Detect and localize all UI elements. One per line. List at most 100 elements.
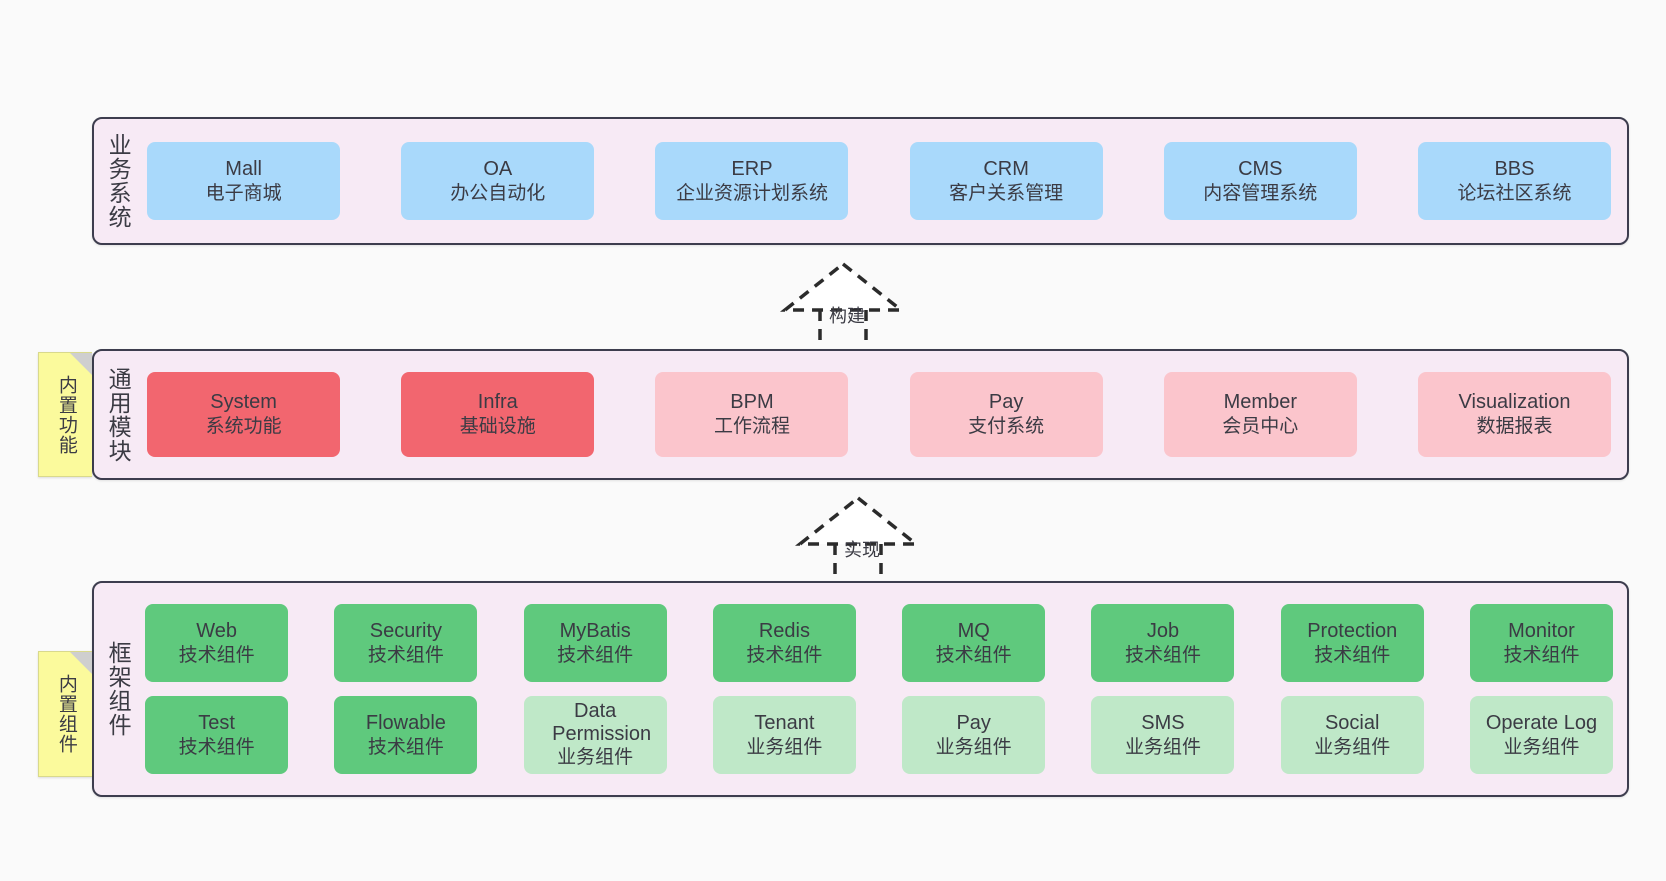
card-infra[interactable]: Infra 基础设施 xyxy=(401,372,595,457)
card-system[interactable]: System 系统功能 xyxy=(147,372,341,457)
card-title: MQ xyxy=(957,619,990,642)
card-oa[interactable]: OA 办公自动化 xyxy=(401,142,595,220)
card-subtitle: 技术组件 xyxy=(1503,644,1580,666)
layer-label-framework-components: 框架组件 xyxy=(105,641,132,737)
card-subtitle: 数据报表 xyxy=(1476,416,1553,438)
card-title: Web xyxy=(196,619,237,642)
card-security[interactable]: Security 技术组件 xyxy=(334,604,478,682)
card-data-permission[interactable]: Data Permission 业务组件 xyxy=(523,696,667,774)
card-row-technical: Web 技术组件 Security 技术组件 MyBatis 技术组件 Redi… xyxy=(145,604,1613,682)
card-subtitle: 企业资源计划系统 xyxy=(675,182,828,204)
card-subtitle: 系统功能 xyxy=(205,416,282,438)
card-subtitle: 论坛社区系统 xyxy=(1457,182,1572,204)
card-bbs[interactable]: BBS 论坛社区系统 xyxy=(1417,142,1611,220)
card-test[interactable]: Test 技术组件 xyxy=(145,696,289,774)
card-subtitle: 技术组件 xyxy=(935,644,1012,666)
card-monitor[interactable]: Monitor 技术组件 xyxy=(1469,604,1613,682)
card-subtitle: 技术组件 xyxy=(1314,644,1391,666)
connector-implement-label: 实现 xyxy=(844,540,880,560)
card-row: Mall 电子商城 OA 办公自动化 ERP 企业资源计划系统 CRM 客户关系… xyxy=(147,142,1611,220)
card-subtitle: 电子商城 xyxy=(205,182,282,204)
card-flowable[interactable]: Flowable 技术组件 xyxy=(334,696,478,774)
card-subtitle: 业务组件 xyxy=(935,736,1012,758)
card-title: OA xyxy=(483,157,513,180)
card-subtitle: 技术组件 xyxy=(178,644,255,666)
layer-common-modules: 通用模块 System 系统功能 Infra 基础设施 BPM 工作流程 Pay xyxy=(92,349,1629,480)
card-title: Job xyxy=(1146,619,1180,642)
card-subtitle: 支付系统 xyxy=(968,416,1045,438)
card-title: System xyxy=(210,391,277,414)
card-subtitle: 业务组件 xyxy=(557,746,634,768)
card-title: Test xyxy=(198,711,235,734)
card-title: Protection xyxy=(1307,619,1398,642)
note-label: 内置组件 xyxy=(55,674,77,754)
card-tenant[interactable]: Tenant 业务组件 xyxy=(712,696,856,774)
card-title: Infra xyxy=(477,391,518,414)
card-pay-component[interactable]: Pay 业务组件 xyxy=(902,696,1046,774)
implement-arrow-shape xyxy=(794,495,922,580)
card-mall[interactable]: Mall 电子商城 xyxy=(147,142,341,220)
card-subtitle: 技术组件 xyxy=(367,644,444,666)
card-operate-log[interactable]: Operate Log 业务组件 xyxy=(1469,696,1613,774)
card-visualization[interactable]: Visualization 数据报表 xyxy=(1417,372,1611,457)
card-protection[interactable]: Protection 技术组件 xyxy=(1280,604,1424,682)
card-member[interactable]: Member 会员中心 xyxy=(1163,372,1357,457)
card-title: BPM xyxy=(730,391,774,414)
card-subtitle: 业务组件 xyxy=(1124,736,1201,758)
card-title: Data Permission xyxy=(552,699,652,745)
connector-build-label: 构建 xyxy=(829,306,865,326)
card-row: System 系统功能 Infra 基础设施 BPM 工作流程 Pay 支付系统… xyxy=(147,372,1611,457)
card-subtitle: 办公自动化 xyxy=(450,182,546,204)
card-subtitle: 技术组件 xyxy=(746,644,823,666)
card-title: CRM xyxy=(983,157,1029,180)
connector-implement: 实现 xyxy=(770,492,950,580)
card-social[interactable]: Social 业务组件 xyxy=(1280,696,1424,774)
card-title: Pay xyxy=(956,711,991,734)
note-fold-corner xyxy=(70,353,92,375)
card-subtitle: 技术组件 xyxy=(178,736,255,758)
card-pay-module[interactable]: Pay 支付系统 xyxy=(909,372,1103,457)
card-mybatis[interactable]: MyBatis 技术组件 xyxy=(523,604,667,682)
card-title: SMS xyxy=(1141,711,1185,734)
card-redis[interactable]: Redis 技术组件 xyxy=(712,604,856,682)
card-subtitle: 业务组件 xyxy=(1503,736,1580,758)
card-subtitle: 基础设施 xyxy=(459,416,536,438)
card-title: BBS xyxy=(1494,157,1535,180)
card-title: CMS xyxy=(1238,157,1283,180)
card-row-business: Test 技术组件 Flowable 技术组件 Data Permission … xyxy=(145,696,1613,774)
card-job[interactable]: Job 技术组件 xyxy=(1091,604,1235,682)
layer-body-common-modules: System 系统功能 Infra 基础设施 BPM 工作流程 Pay 支付系统… xyxy=(137,351,1627,478)
card-subtitle: 业务组件 xyxy=(746,736,823,758)
card-subtitle: 技术组件 xyxy=(367,736,444,758)
card-erp[interactable]: ERP 企业资源计划系统 xyxy=(655,142,849,220)
card-subtitle: 业务组件 xyxy=(1314,736,1391,758)
card-title: MyBatis xyxy=(559,619,631,642)
card-crm[interactable]: CRM 客户关系管理 xyxy=(909,142,1103,220)
card-title: ERP xyxy=(731,157,773,180)
layer-business-systems: 业务系统 Mall 电子商城 OA 办公自动化 ERP 企业资源计划系统 CRM xyxy=(92,117,1629,245)
card-title: Pay xyxy=(988,391,1024,414)
card-subtitle: 客户关系管理 xyxy=(949,182,1064,204)
card-title: Tenant xyxy=(754,711,815,734)
card-title: Operate Log xyxy=(1485,711,1598,734)
build-arrow-shape xyxy=(779,261,907,348)
card-bpm[interactable]: BPM 工作流程 xyxy=(655,372,849,457)
layer-label-common-modules: 通用模块 xyxy=(105,366,132,463)
layer-label-business-systems: 业务系统 xyxy=(105,133,132,229)
card-sms[interactable]: SMS 业务组件 xyxy=(1091,696,1235,774)
card-web[interactable]: Web 技术组件 xyxy=(145,604,289,682)
connector-build: 构建 xyxy=(755,258,935,348)
card-title: Flowable xyxy=(365,711,446,734)
card-mq[interactable]: MQ 技术组件 xyxy=(902,604,1046,682)
note-label: 内置功能 xyxy=(55,374,77,455)
card-title: Monitor xyxy=(1508,619,1575,642)
card-subtitle: 技术组件 xyxy=(557,644,634,666)
card-cms[interactable]: CMS 内容管理系统 xyxy=(1163,142,1357,220)
layer-body-business-systems: Mall 电子商城 OA 办公自动化 ERP 企业资源计划系统 CRM 客户关系… xyxy=(137,119,1627,243)
note-fold-corner xyxy=(70,652,92,674)
card-title: Security xyxy=(369,619,443,642)
card-title: Member xyxy=(1223,391,1297,414)
card-title: Mall xyxy=(225,157,262,180)
card-subtitle: 内容管理系统 xyxy=(1203,182,1318,204)
